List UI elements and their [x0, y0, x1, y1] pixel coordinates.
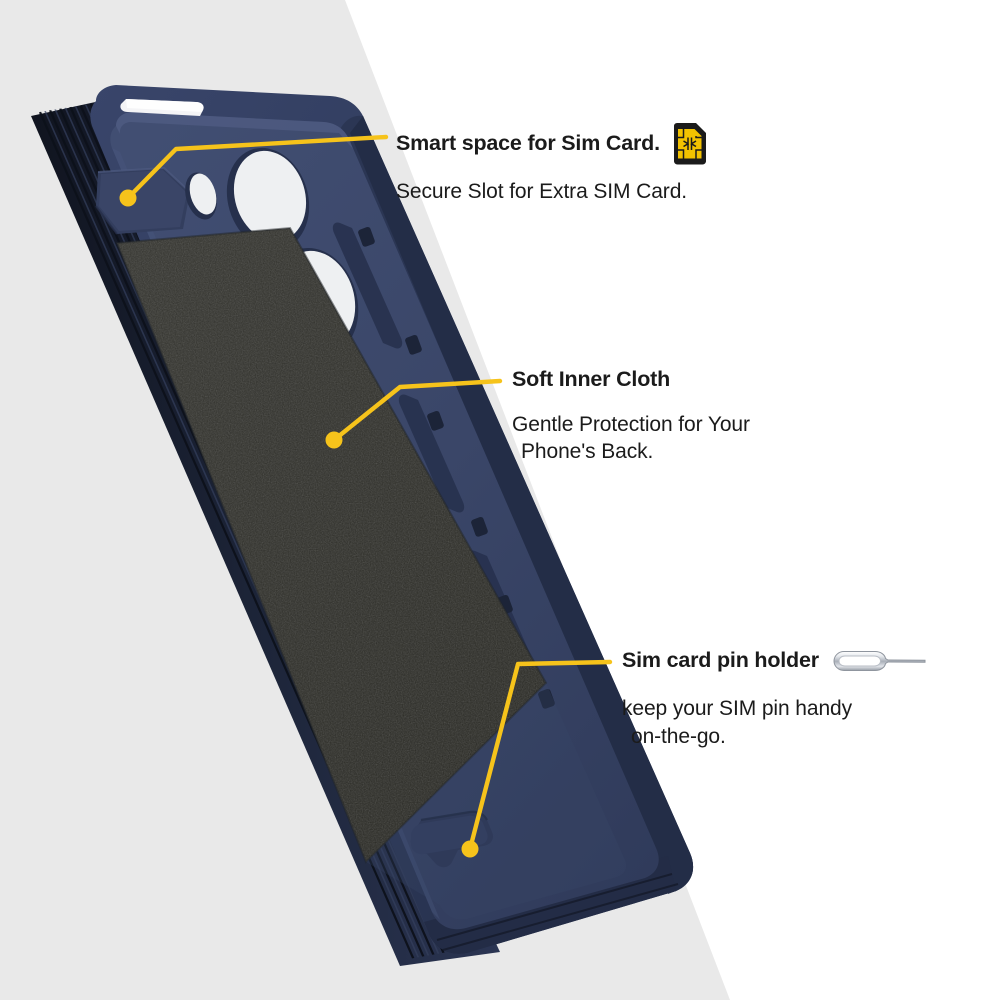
callout-cloth-heading-row: Soft Inner Cloth: [512, 367, 750, 392]
callout-pin-body-line1: keep your SIM pin handy: [622, 697, 853, 720]
callout-inner-cloth: Soft Inner Cloth Gentle Protection for Y…: [512, 367, 750, 466]
callout-pin-holder: Sim card pin holder keep your: [622, 648, 927, 750]
callout-sim-heading: Smart space for Sim Card.: [396, 131, 660, 156]
callout-sim-heading-row: Smart space for Sim Card.: [396, 122, 708, 166]
speaker-notch: [120, 99, 204, 116]
sim-ejector-pin-icon: [833, 651, 926, 671]
callout-sim-body: Secure Slot for Extra SIM Card.: [396, 178, 708, 206]
callout-sim-body-line1: Secure Slot for Extra SIM Card.: [396, 180, 688, 203]
callout-pin-heading: Sim card pin holder: [622, 648, 819, 673]
sim-card-pocket: [95, 166, 191, 235]
callout-pin-body-line2: on-the-go.: [631, 724, 726, 748]
callout-cloth-heading: Soft Inner Cloth: [512, 367, 671, 391]
callout-cloth-body-line1: Gentle Protection for Your: [512, 412, 750, 436]
case-bottom-rib-lines: [436, 873, 679, 951]
callout-cloth-body-line2: Phone's Back.: [521, 440, 654, 464]
callout-sim-card: Smart space for Sim Card.: [396, 122, 708, 206]
callout-pin-body: keep your SIM pin handy on-the-go.: [622, 695, 927, 750]
sim-chip-icon: [673, 123, 706, 165]
callout-cloth-body: Gentle Protection for Your Phone's Back.: [512, 411, 750, 466]
callout-pin-heading-row: Sim card pin holder: [622, 648, 927, 674]
